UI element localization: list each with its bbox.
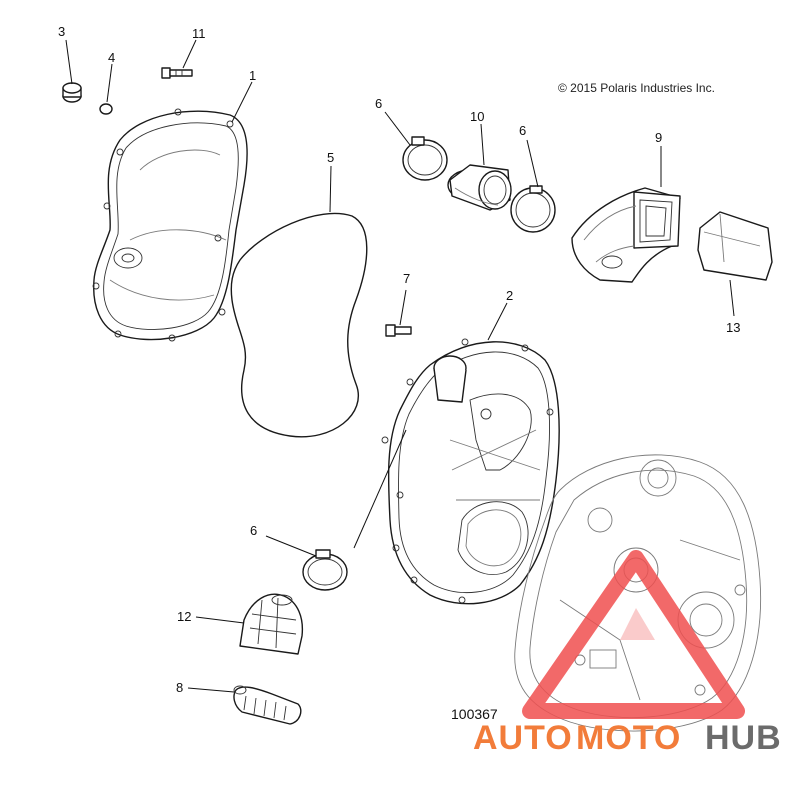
watermark-word-hub: HUB [705,719,782,757]
part-1-outer-cover [92,108,248,342]
callout-1: 1 [249,68,256,83]
callout-13: 13 [726,320,740,335]
part-6-clamp-upper-left [402,136,448,181]
part-4-o-ring [99,103,113,115]
part-2-inner-cover [381,338,560,605]
part-7-bolt [385,324,412,337]
warning-triangle-icon [522,550,745,719]
callout-10: 10 [470,109,484,124]
watermark-logo [522,550,745,719]
part-6-clamp-upper-right [510,185,556,233]
part-13-duct-cap [697,211,773,281]
engine-case-reference [514,454,762,732]
part-9-intake-duct [571,187,681,283]
callout-2: 2 [506,288,513,303]
callout-3: 3 [58,24,65,39]
part-8-screen [233,685,302,725]
part-3-plug [62,82,82,103]
part-12-duct-elbow [239,593,304,655]
part-10-coupling [447,164,512,211]
part-6-clamp-lower [302,549,348,591]
drawing-number: 100367 [451,706,498,722]
callout-6-upper-right: 6 [519,123,526,138]
watermark-word-moto: MOTO [576,719,681,757]
callout-8: 8 [176,680,183,695]
part-11-bolt [161,67,193,79]
callout-11: 11 [192,26,206,41]
callout-9: 9 [655,130,662,145]
callout-4: 4 [108,50,115,65]
part-5-seal [230,212,368,438]
callout-6-lower: 6 [250,523,257,538]
callout-12: 12 [177,609,191,624]
callout-6-upper-left: 6 [375,96,382,111]
callout-7: 7 [403,271,410,286]
watermark-word-auto: AUTO [473,719,573,757]
copyright-text: © 2015 Polaris Industries Inc. [558,81,715,95]
callout-5: 5 [327,150,334,165]
